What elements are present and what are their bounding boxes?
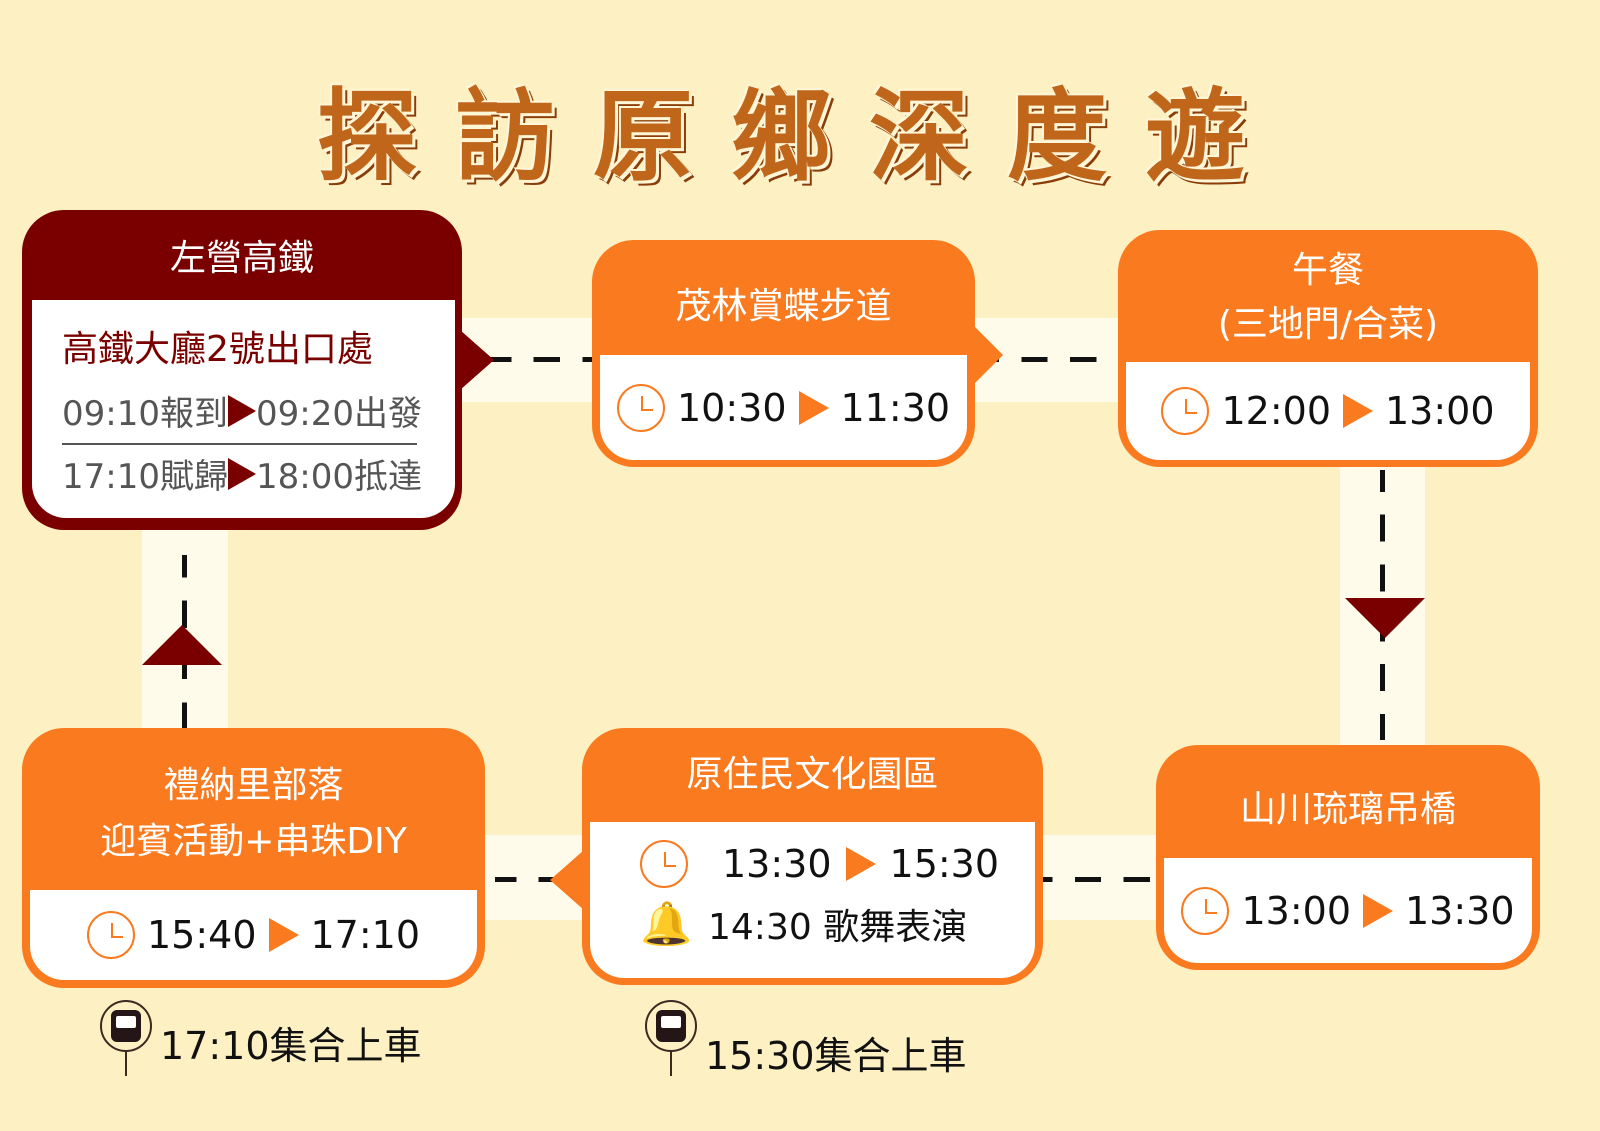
stop-title: 山川琉璃吊橋 — [1239, 789, 1456, 830]
end-time: 11:30 — [840, 385, 951, 430]
stop-title: 左營高鐵 — [169, 238, 314, 279]
pointer — [460, 330, 494, 390]
arrive-time: 18:00抵達 — [255, 457, 422, 497]
stop-title: 午餐 — [1291, 250, 1364, 291]
start-time: 15:40 — [146, 913, 257, 957]
start-time: 13:30 — [722, 842, 832, 886]
stop-title: 原住民文化園區 — [686, 754, 939, 795]
meeting-location: 高鐵大廳2號出口處 — [62, 329, 373, 370]
bus-stop-icon — [100, 1000, 152, 1052]
play-icon — [268, 918, 299, 952]
checkin-time: 09:10報到 — [62, 394, 228, 434]
clock-icon — [1161, 387, 1210, 435]
stop-rinari: 禮納里部落迎賓活動+串珠DIY 15:40 17:10 — [22, 728, 485, 988]
meetup-time: 17:10集合上車 — [160, 1024, 422, 1068]
end-time: 13:30 — [1405, 888, 1515, 933]
stop-title: 禮納里部落 — [163, 765, 344, 806]
play-icon — [1363, 893, 1393, 928]
clock-icon — [1181, 886, 1230, 935]
pointer — [550, 850, 584, 910]
end-time: 17:10 — [310, 913, 421, 957]
event-text: 14:30 歌舞表演 — [708, 907, 968, 948]
stop-suspension-bridge: 山川琉璃吊橋 13:00 13:30 — [1156, 745, 1540, 970]
clock-icon — [616, 383, 665, 432]
stop-lunch: 午餐 (三地門/合菜) 12:00 13:00 — [1118, 230, 1538, 467]
start-time: 13:00 — [1241, 888, 1351, 933]
pointer — [973, 325, 1003, 385]
stop-culture-park: 原住民文化園區 13:30 15:30 🔔 14:30 歌舞表演 — [582, 728, 1043, 985]
clock-icon — [640, 840, 688, 888]
page-title: 探訪原鄉深度遊 — [317, 77, 1283, 195]
play-icon — [1343, 394, 1373, 428]
divider — [62, 443, 417, 445]
stop-zuoying-hsr: 左營高鐵 高鐵大廳2號出口處 09:10報到 09:20出發 17:10賦歸 18:… — [22, 210, 462, 530]
stop-subtitle: (三地門/合菜) — [1217, 304, 1439, 345]
play-icon — [227, 394, 256, 427]
play-icon — [227, 457, 256, 490]
start-time: 12:00 — [1221, 389, 1331, 433]
bus-stop-pole — [670, 1050, 672, 1076]
meetup-time: 15:30集合上車 — [705, 1034, 967, 1078]
end-time: 15:30 — [889, 842, 1000, 886]
play-icon — [798, 390, 829, 425]
bus-stop-icon — [645, 1000, 697, 1052]
return-time: 17:10賦歸 — [62, 457, 228, 497]
end-time: 13:00 — [1385, 389, 1495, 433]
stop-title: 茂林賞蝶步道 — [675, 286, 892, 327]
play-icon — [845, 847, 876, 881]
stop-maolin: 茂林賞蝶步道 10:30 11:30 — [592, 240, 975, 467]
stop-subtitle: 迎賓活動+串珠DIY — [100, 820, 407, 862]
depart-time: 09:20出發 — [255, 394, 422, 434]
start-time: 10:30 — [676, 385, 787, 430]
clock-icon — [86, 911, 135, 959]
arrow-up-icon — [142, 625, 222, 665]
bell-icon: 🔔 — [640, 899, 693, 948]
arrow-down-icon — [1345, 598, 1425, 638]
bus-stop-pole — [125, 1050, 127, 1076]
